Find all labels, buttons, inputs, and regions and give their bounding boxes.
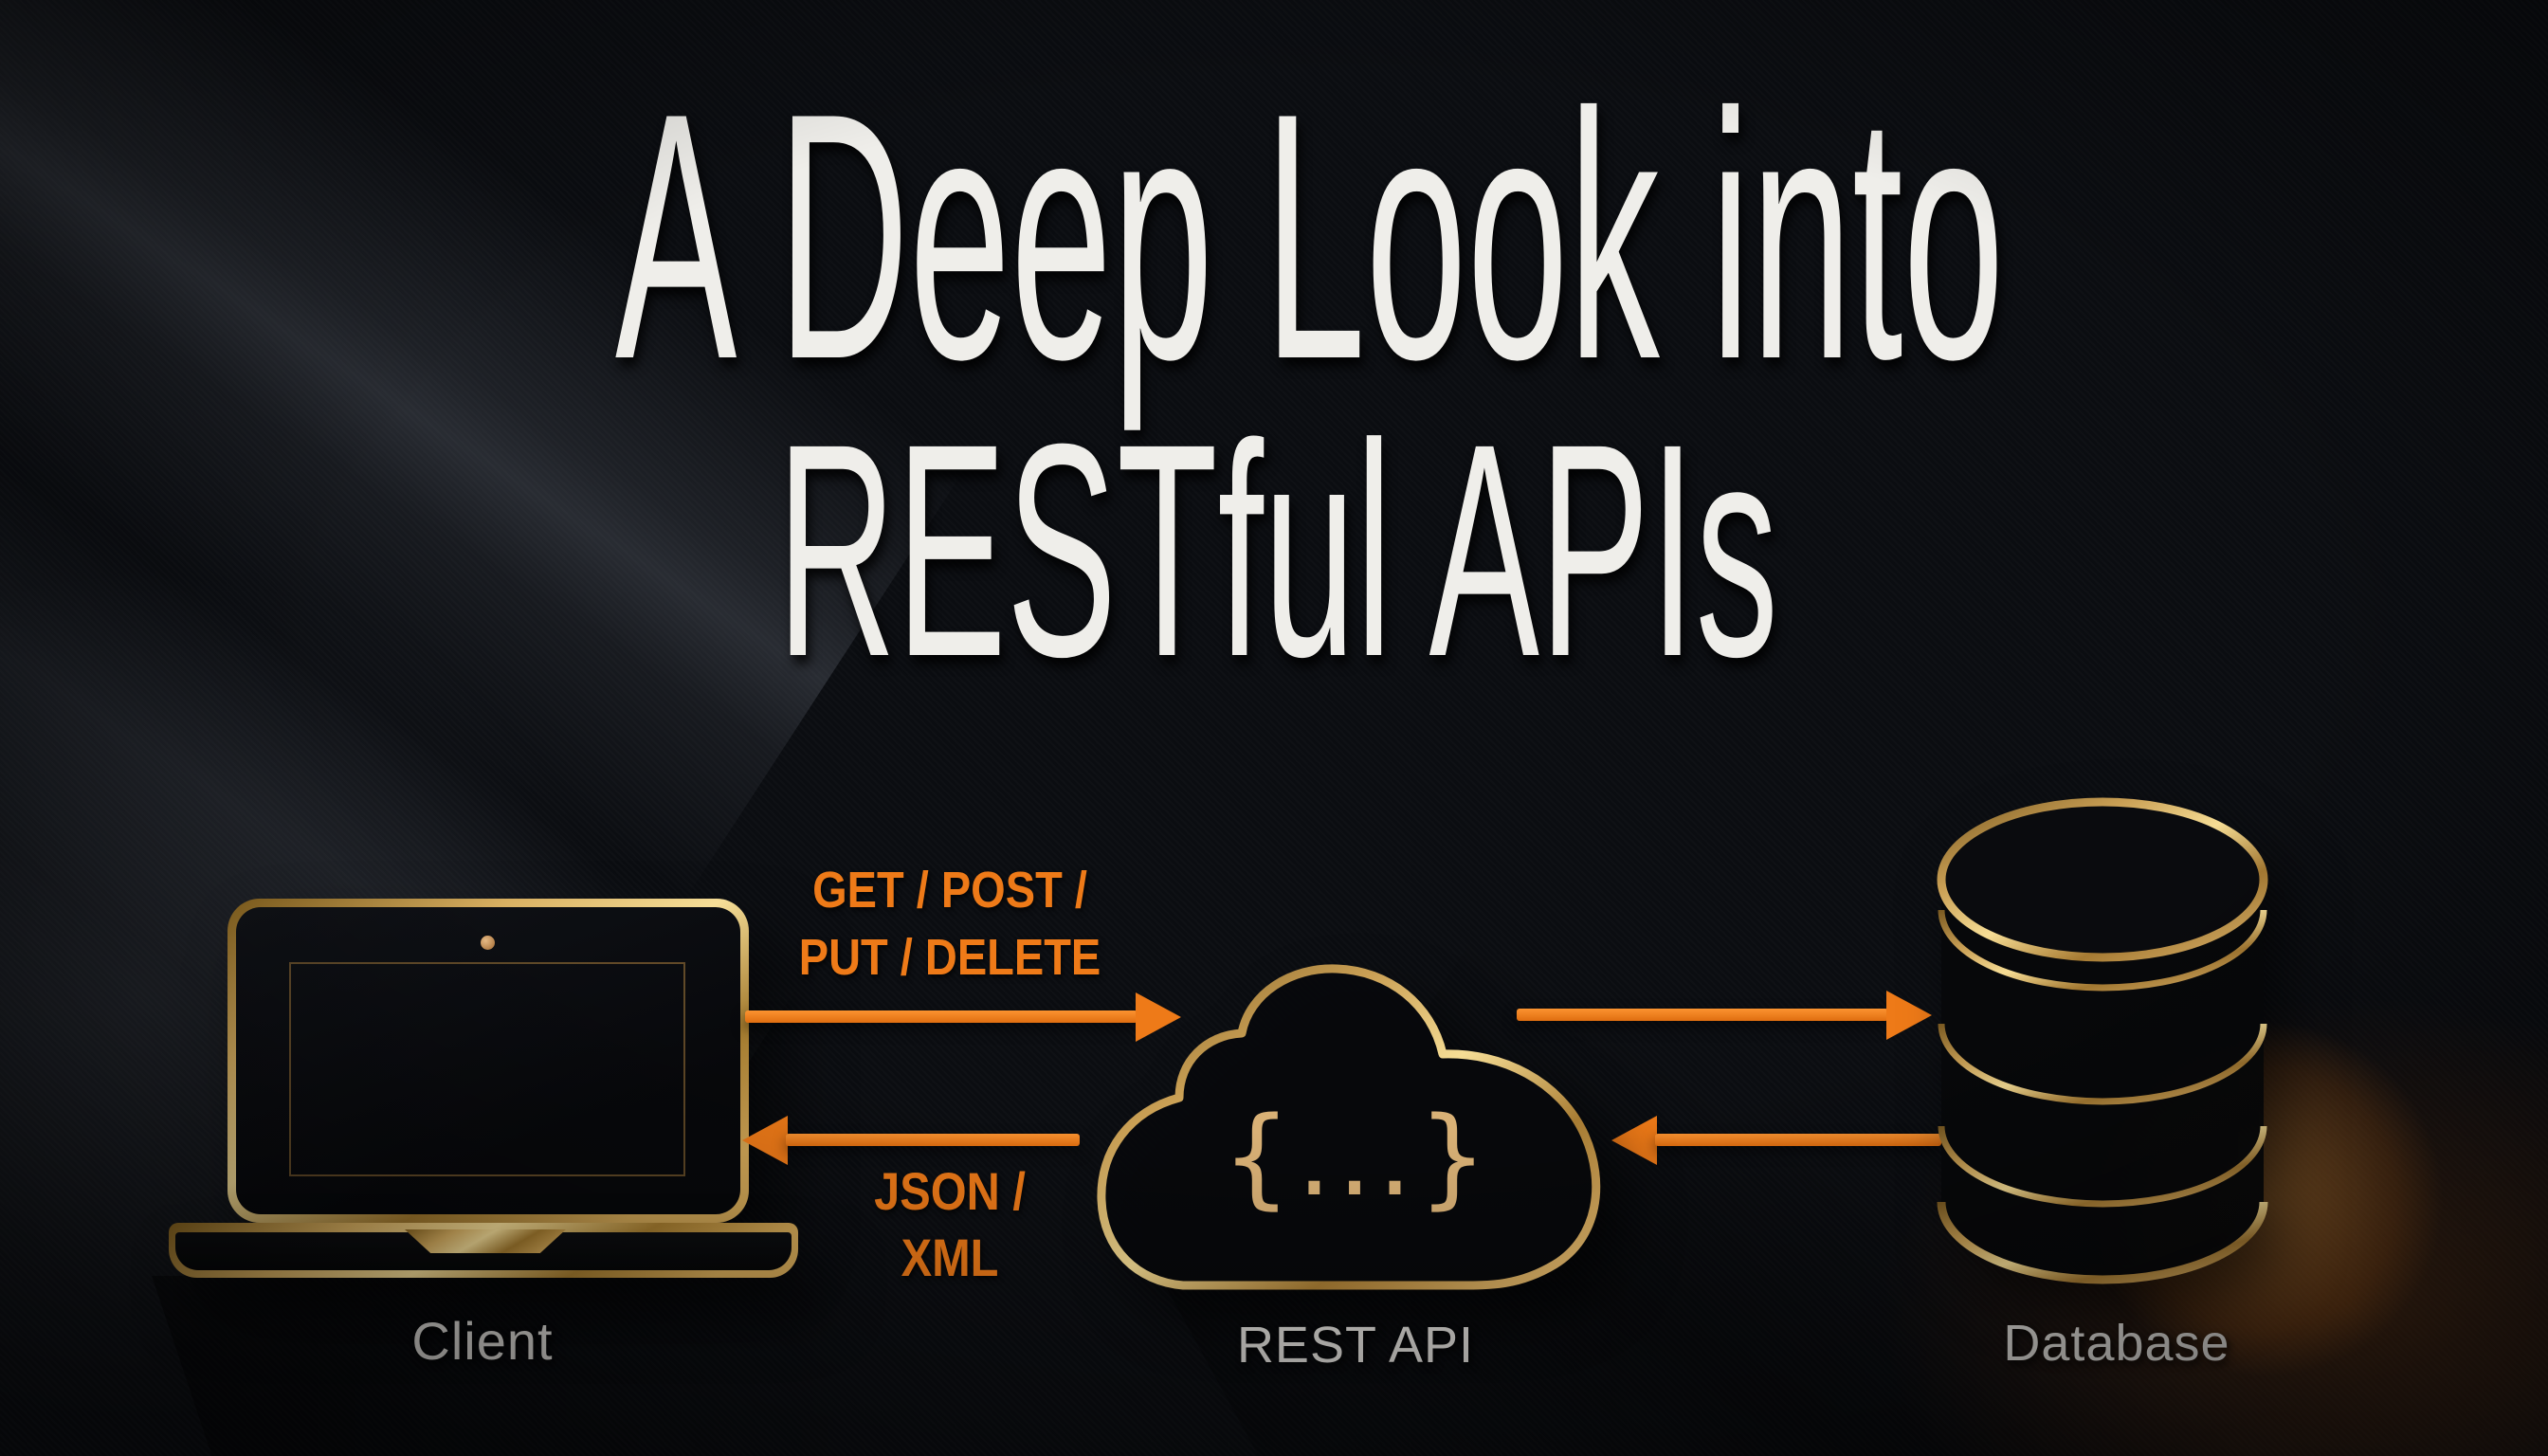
laptop-screen-bezel [289, 962, 685, 1176]
request-methods-label: GET / POST / PUT / DELETE [702, 857, 1197, 992]
request-methods-line-2: PUT / DELETE [702, 924, 1197, 992]
response-format-line-2: XML [702, 1225, 1197, 1291]
response-format-label: JSON / XML [702, 1158, 1197, 1291]
code-braces-icon: {...} [1215, 1103, 1500, 1212]
cloud-icon [1097, 964, 1601, 1290]
laptop-webcam-icon [481, 936, 495, 950]
client-label: Client [246, 1310, 719, 1372]
response-arrow-database-to-api [1655, 1134, 1941, 1146]
response-format-line-1: JSON / [702, 1158, 1197, 1225]
title-line-2: RESTful APIs [583, 398, 1972, 701]
request-arrow-client-to-api [745, 1010, 1138, 1023]
laptop-base [169, 1223, 798, 1278]
api-label: REST API [1109, 1316, 1602, 1374]
laptop-base-notch [405, 1229, 566, 1253]
database-icon [1937, 797, 2268, 1284]
request-arrow-api-to-database [1517, 1009, 1888, 1021]
laptop-icon [228, 899, 749, 1223]
database-label: Database [1880, 1314, 2354, 1373]
response-arrow-api-to-client [786, 1134, 1080, 1146]
title-line-1: A Deep Look into [615, 62, 2004, 412]
laptop-screen [236, 907, 740, 1214]
request-methods-line-1: GET / POST / [702, 857, 1197, 924]
